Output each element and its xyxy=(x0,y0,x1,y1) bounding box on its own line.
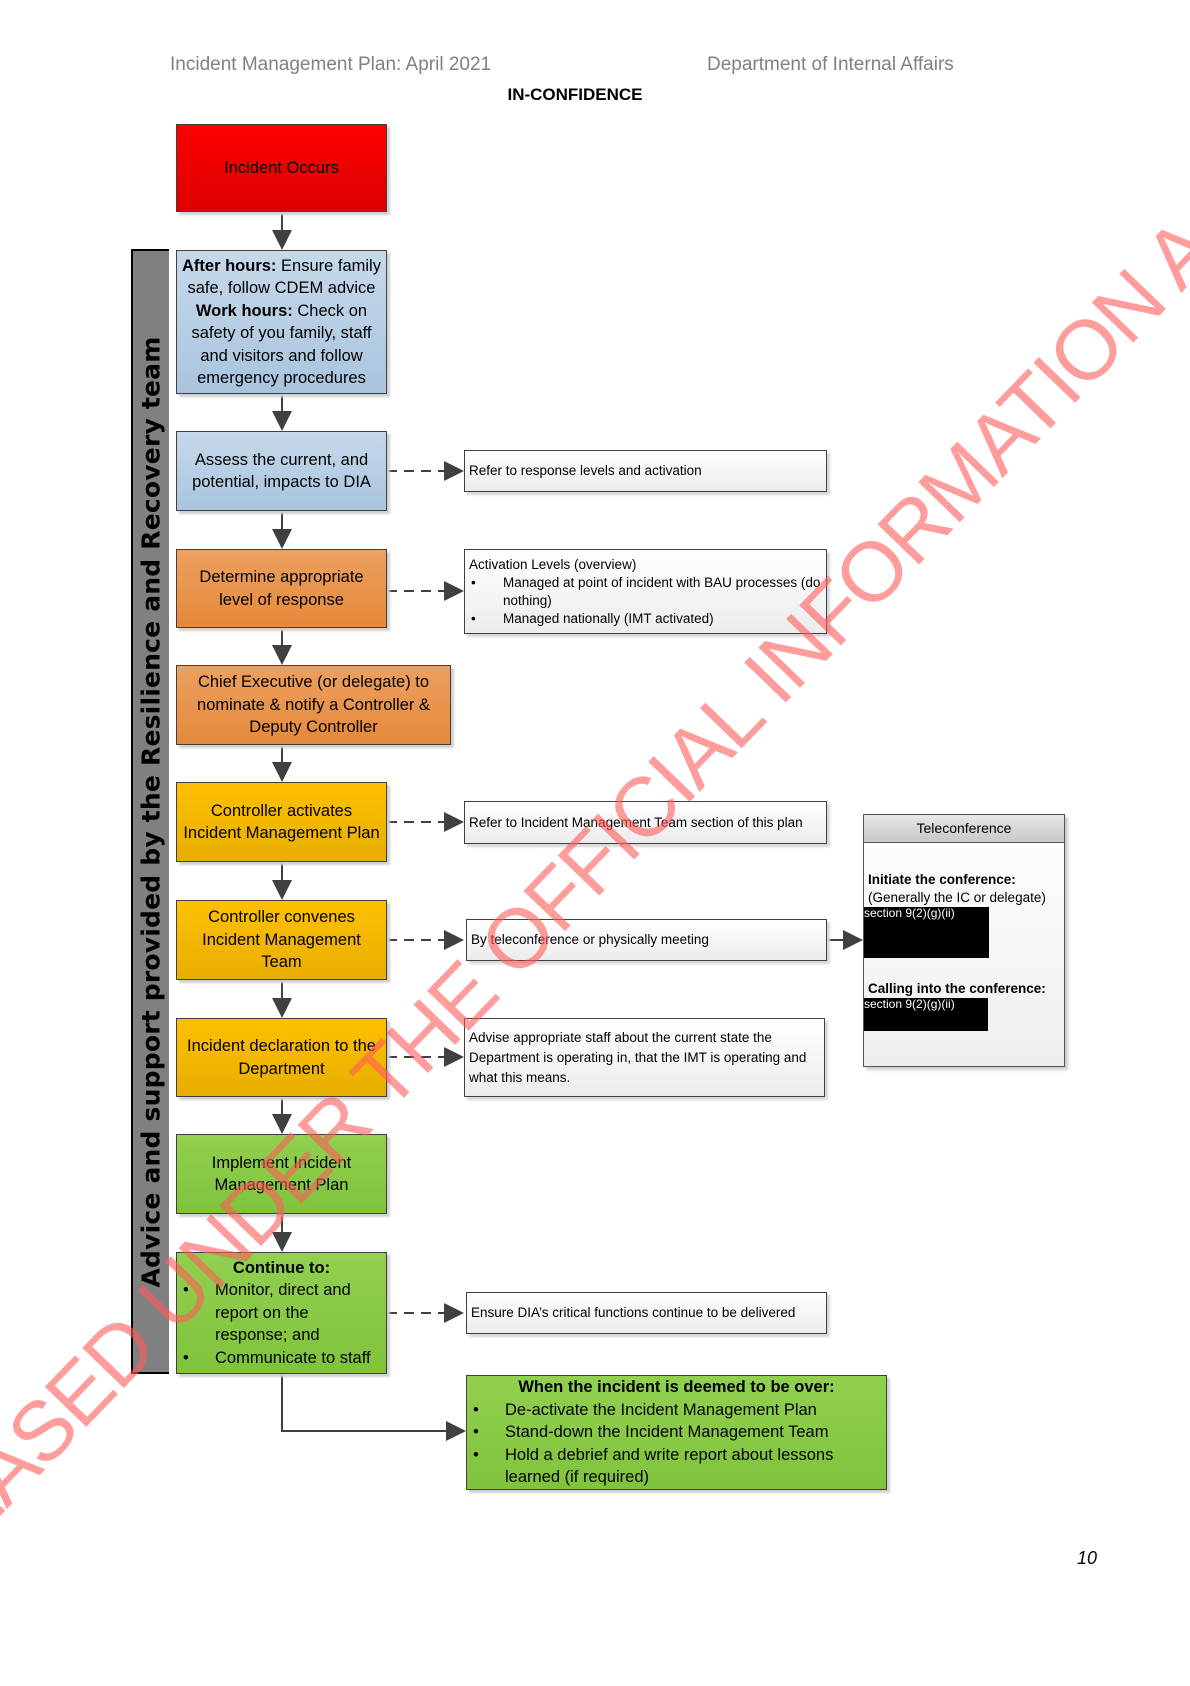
calling-label: Calling into the conference: xyxy=(868,981,1046,996)
imt-section-note: Refer to Incident Management Team sectio… xyxy=(464,801,827,844)
work-hours-label: Work hours: xyxy=(195,301,293,320)
after-hours-text: Ensure family safe, follow CDEM advice xyxy=(187,256,381,298)
incident-over-box: When the incident is deemed to be over: … xyxy=(466,1375,887,1490)
redaction-block: section 9(2)(g)(ii) xyxy=(864,998,988,1031)
advise-staff-text: Advise appropriate staff about the curre… xyxy=(469,1029,807,1085)
response-levels-note: Refer to response levels and activation xyxy=(464,450,827,492)
assess-box: Assess the current, and potential, impac… xyxy=(176,431,387,511)
convenes-box: Controller convenes Incident Management … xyxy=(176,900,387,980)
continue-box: Continue to: Monitor, direct and report … xyxy=(176,1252,387,1374)
chief-executive-box: Chief Executive (or delegate) to nominat… xyxy=(176,665,451,745)
incident-occurs-box: Incident Occurs xyxy=(176,124,387,212)
continue-item: Monitor, direct and report on the respon… xyxy=(181,1279,382,1347)
implement-box: Implement Incident Management Plan xyxy=(176,1134,387,1214)
initiate-label: Initiate the conference: xyxy=(868,872,1016,887)
declaration-text: Incident declaration to the Department xyxy=(187,1037,376,1078)
determine-box: Determine appropriate level of response xyxy=(176,549,387,628)
activation-title: Activation Levels (overview) xyxy=(469,556,637,572)
teleconference-panel: Teleconference Initiate the conference: … xyxy=(863,814,1065,1067)
activation-item: Managed nationally (IMT activated) xyxy=(469,610,822,628)
activates-box: Controller activates Incident Management… xyxy=(176,782,387,862)
initiate-subtext: (Generally the IC or delegate) xyxy=(868,890,1046,905)
meeting-text: By teleconference or physically meeting xyxy=(471,932,709,947)
work-hours-text: Check on safety of you family, staff and… xyxy=(191,301,372,388)
activation-levels-note: Activation Levels (overview) Managed at … xyxy=(464,549,827,634)
response-levels-text: Refer to response levels and activation xyxy=(469,463,702,478)
classification-label: IN-CONFIDENCE xyxy=(507,85,643,104)
advise-staff-note: Advise appropriate staff about the curre… xyxy=(464,1018,825,1097)
activates-text: Controller activates Incident Management… xyxy=(183,801,380,843)
incident-occurs-text: Incident Occurs xyxy=(224,158,339,177)
incident-over-item: Stand-down the Incident Management Team xyxy=(471,1421,882,1444)
chief-executive-text: Chief Executive (or delegate) to nominat… xyxy=(197,673,430,737)
page-number: 10 xyxy=(1077,1548,1098,1568)
side-support-label: Advice and support provided by the Resil… xyxy=(136,335,166,1288)
imt-section-text: Refer to Incident Management Team sectio… xyxy=(469,814,803,830)
critical-functions-note: Ensure DIA’s critical functions continue… xyxy=(466,1292,827,1334)
incident-over-title: When the incident is deemed to be over: xyxy=(518,1378,835,1397)
continue-title: Continue to: xyxy=(232,1258,331,1277)
safety-box: After hours: Ensure family safe, follow … xyxy=(176,250,387,394)
teleconference-title: Teleconference xyxy=(864,815,1064,843)
header-department: Department of Internal Affairs xyxy=(707,54,954,75)
header-plan-title: Incident Management Plan: April 2021 xyxy=(170,54,492,75)
redaction-block: section 9(2)(g)(ii) xyxy=(864,907,989,958)
activation-item: Managed at point of incident with BAU pr… xyxy=(469,574,822,610)
critical-functions-text: Ensure DIA’s critical functions continue… xyxy=(471,1305,796,1320)
implement-text: Implement Incident Management Plan xyxy=(211,1153,352,1195)
incident-over-item: Hold a debrief and write report about le… xyxy=(471,1444,882,1489)
incident-over-item: De-activate the Incident Management Plan xyxy=(471,1399,882,1422)
after-hours-label: After hours: xyxy=(182,256,277,275)
determine-text: Determine appropriate level of response xyxy=(199,568,364,609)
assess-text: Assess the current, and potential, impac… xyxy=(192,450,371,492)
meeting-note: By teleconference or physically meeting xyxy=(466,919,827,961)
side-support-bar: Advice and support provided by the Resil… xyxy=(131,249,169,1374)
declaration-box: Incident declaration to the Department xyxy=(176,1018,387,1097)
convenes-text: Controller convenes Incident Management … xyxy=(202,908,361,972)
continue-item: Communicate to staff xyxy=(181,1347,382,1370)
